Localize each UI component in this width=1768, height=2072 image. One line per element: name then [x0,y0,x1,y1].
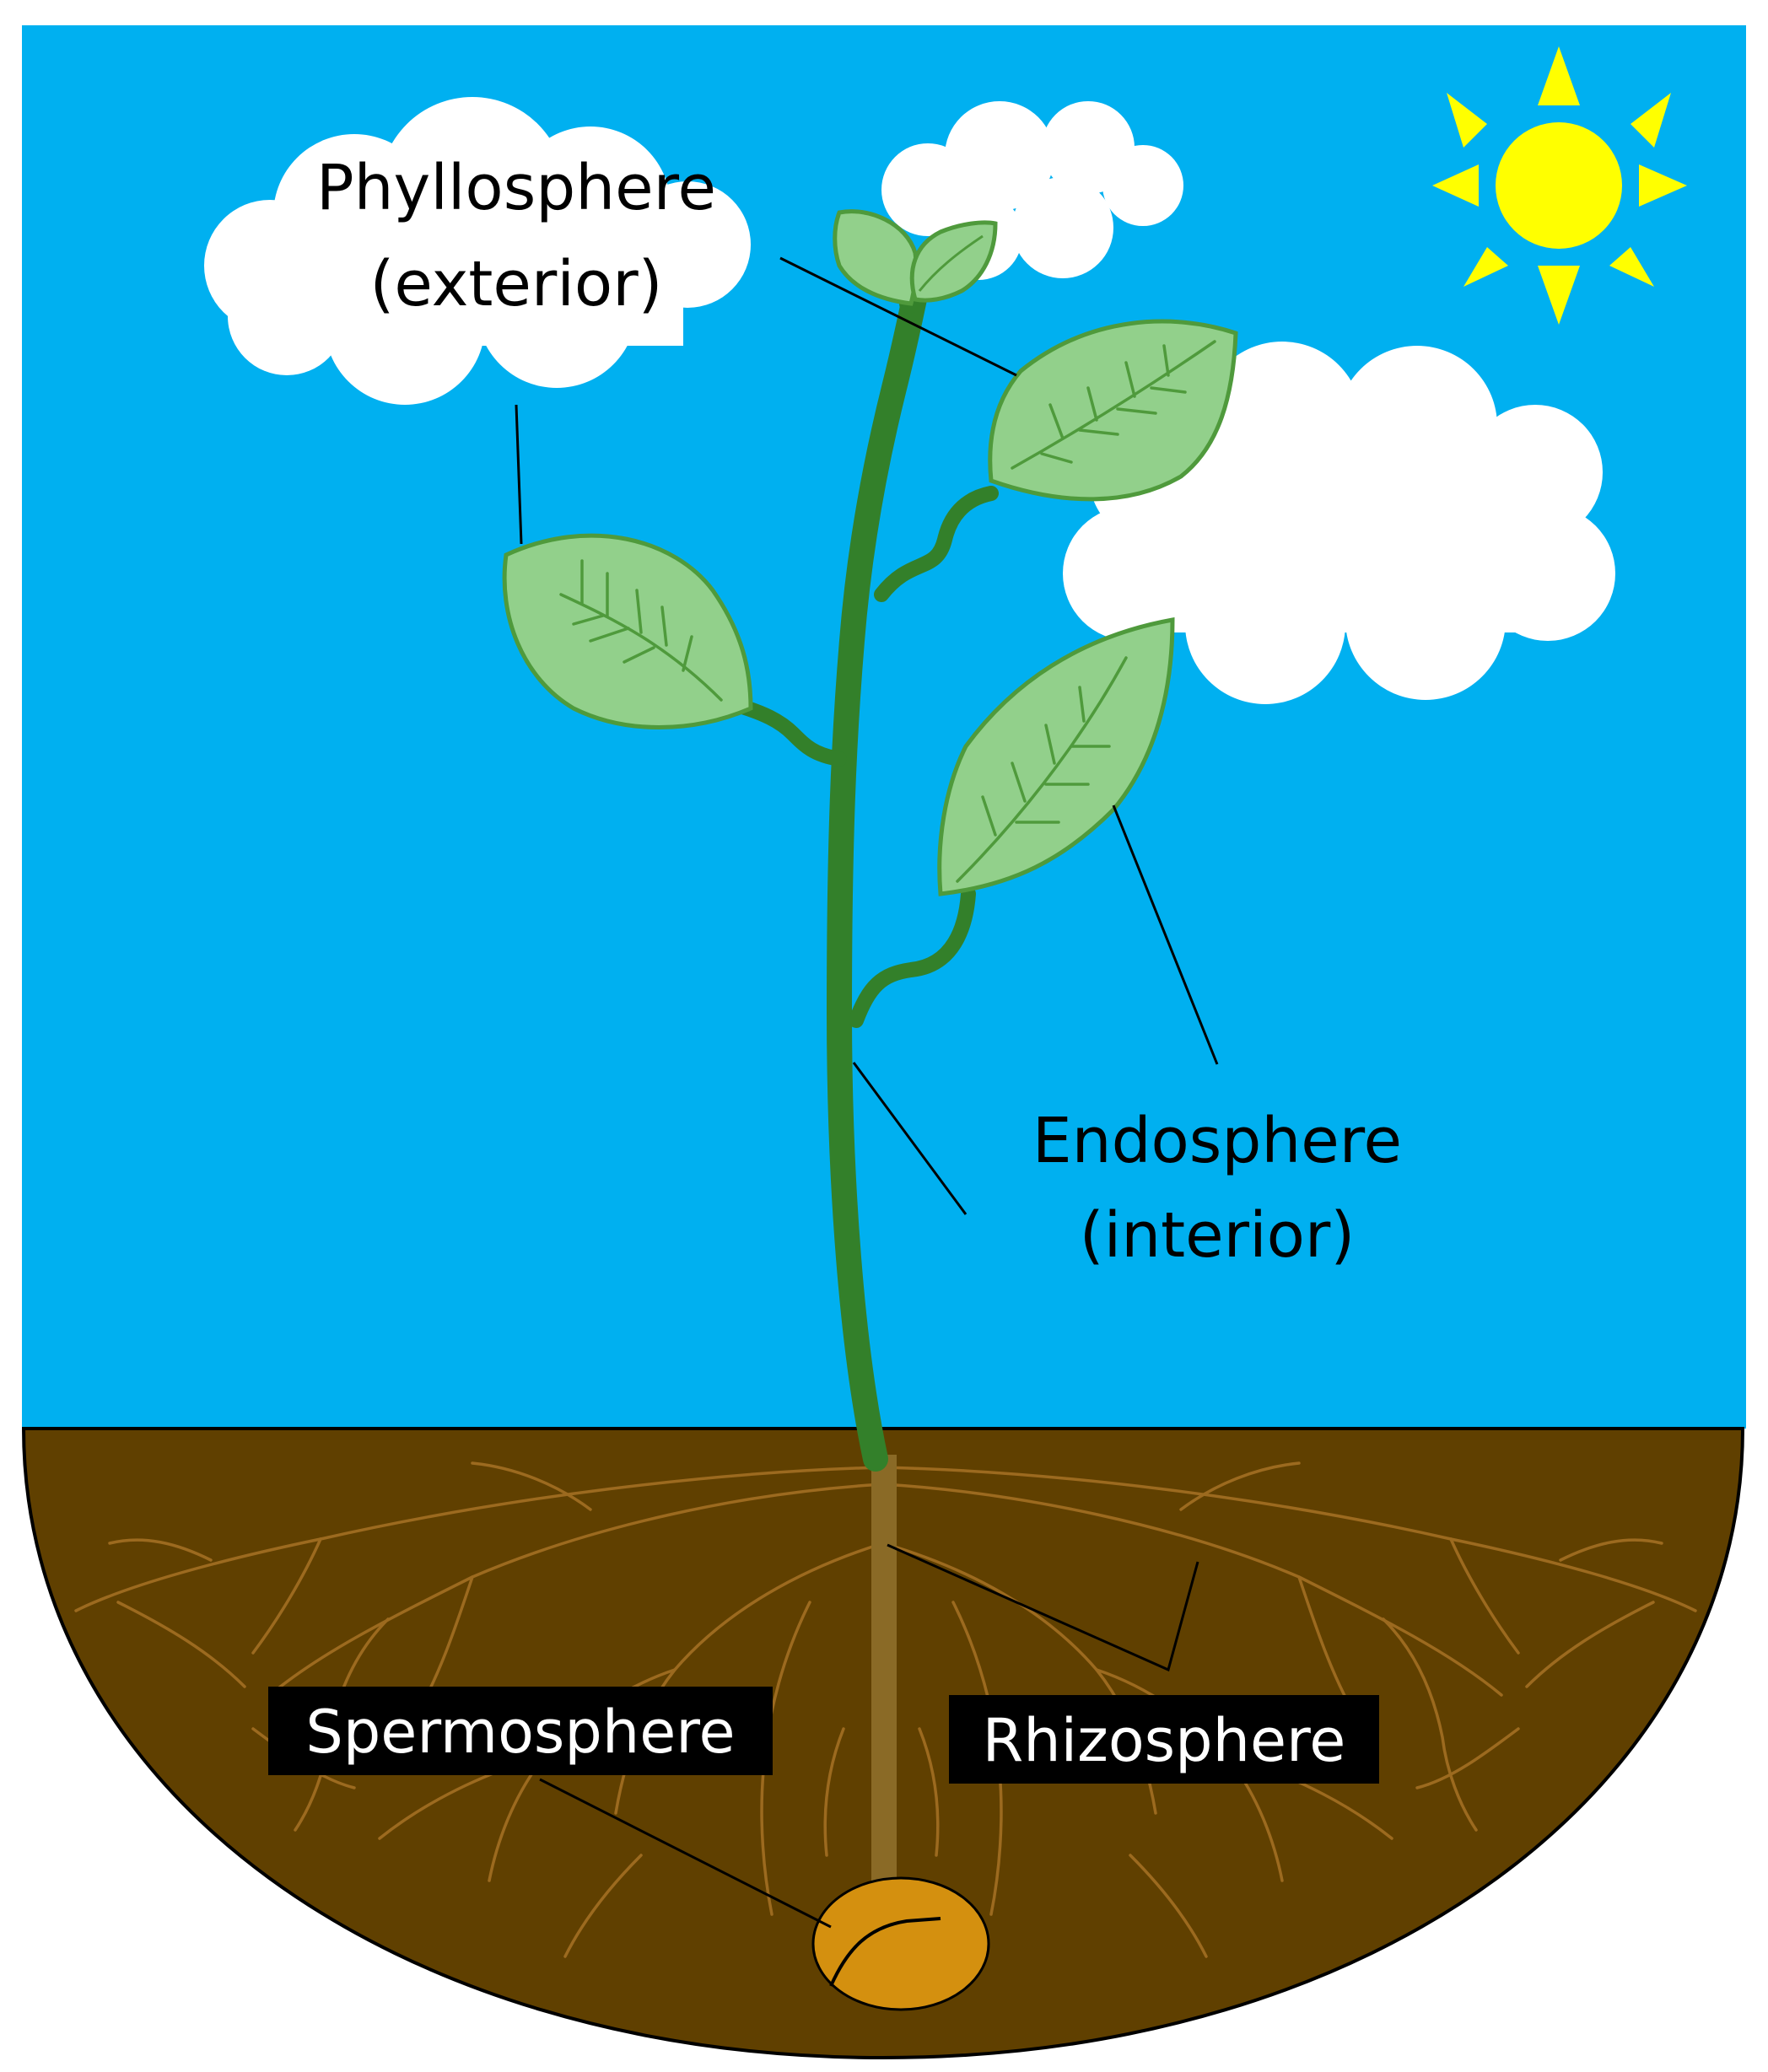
label-endosphere-line2: (interior) [1080,1199,1355,1272]
label-spermosphere: Spermosphere [305,1698,735,1767]
leader-endosphere-lower [852,1062,968,1215]
leaf-top-left [833,209,919,306]
leaf-upper-right [988,319,1238,502]
taproot [871,1455,897,1952]
leader-phyllosphere-right [779,256,1017,377]
label-endosphere-line1: Endosphere [1032,1105,1402,1177]
label-rhizosphere: Rhizosphere [983,1706,1346,1775]
label-phyllosphere-line1: Phyllosphere [316,152,716,224]
leader-spermosphere [539,1778,832,1929]
cloud-left [204,97,751,405]
leader-lines [515,256,1219,1929]
leader-endosphere-upper [1112,805,1219,1065]
leaf-left [502,533,753,729]
seed-icon [811,1876,990,2011]
label-phyllosphere-line2: (exterior) [370,248,663,320]
leaf-lower-right [937,617,1175,896]
leaf-icon [502,209,1238,896]
cloud-icon [204,97,1615,704]
cloud-right [1063,342,1615,704]
label-box-spermosphere [268,1687,773,1775]
cloud-top [881,101,1183,280]
label-box-rhizosphere [949,1695,1379,1784]
leader-phyllosphere-left [515,404,523,545]
leaf-top-right [909,220,998,303]
sun-icon [1432,46,1687,325]
leader-rhizosphere [887,1543,1199,1672]
